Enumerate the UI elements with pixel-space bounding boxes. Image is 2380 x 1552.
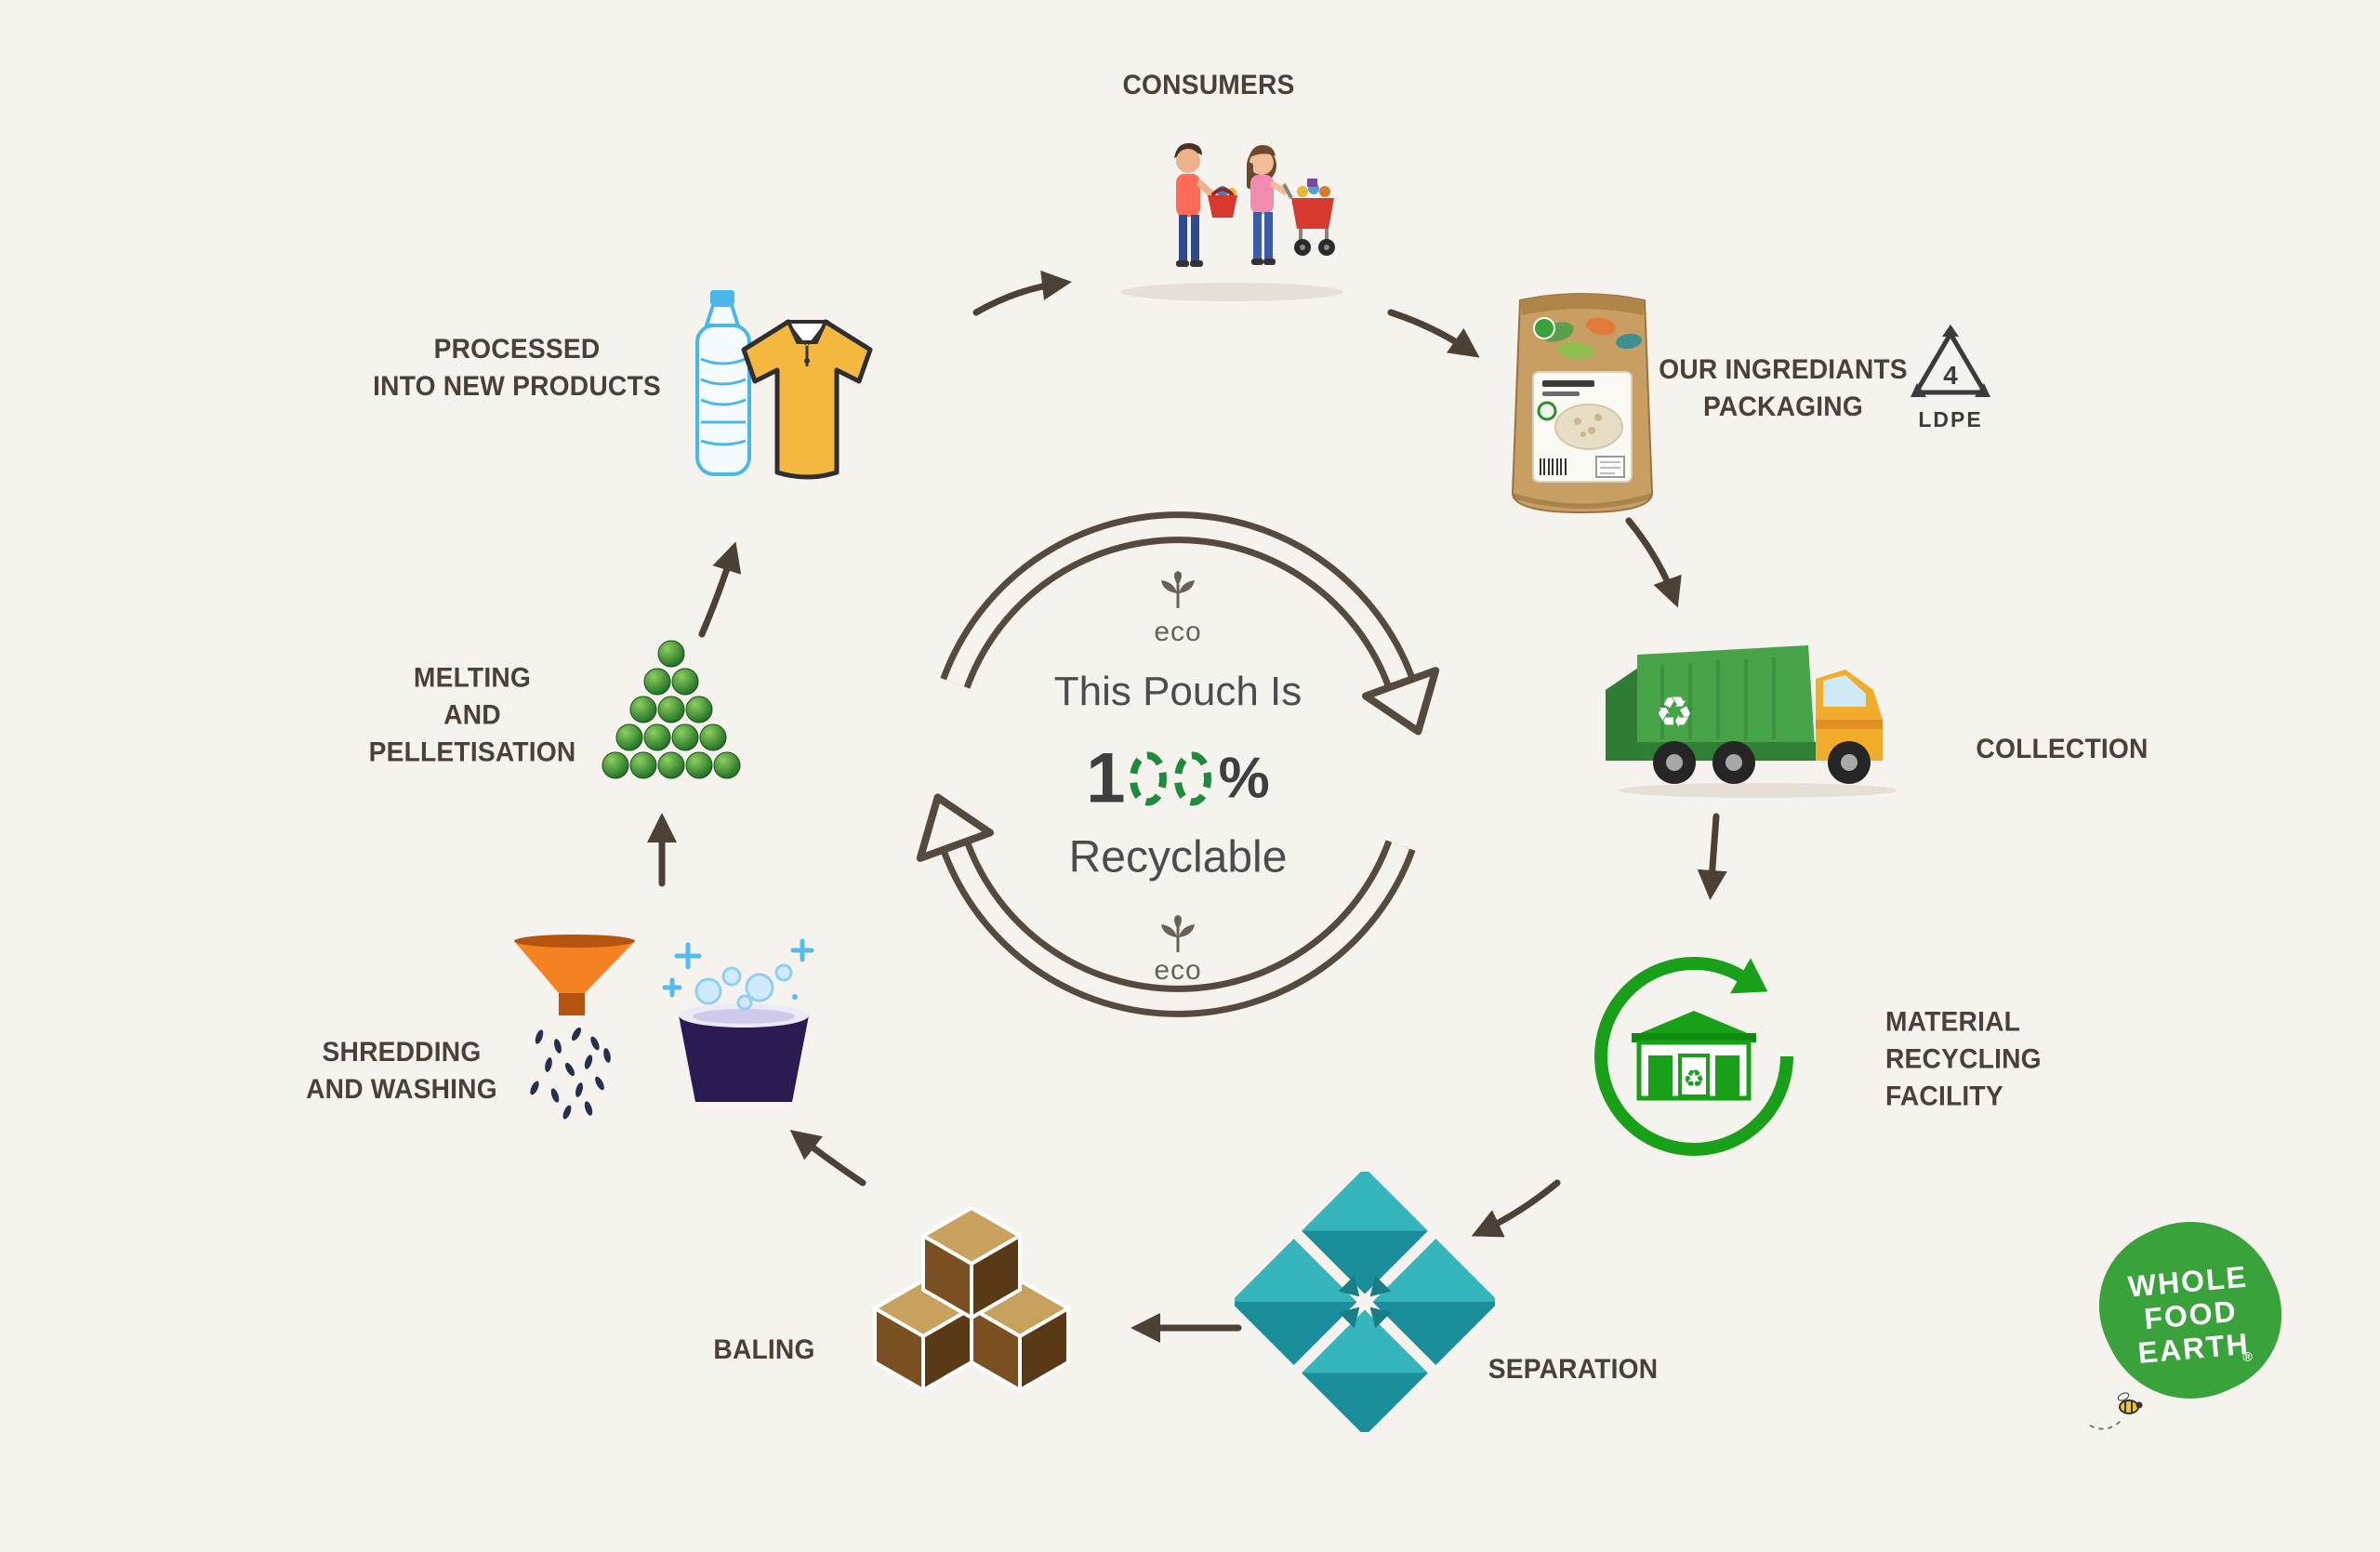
shopping-cart	[1282, 179, 1335, 256]
garbage-truck-icon: ♻	[1606, 645, 1897, 798]
logo-registered-mark: ®	[2242, 1348, 2255, 1364]
percent-sign: %	[1218, 746, 1270, 811]
facility-label: MATERIAL RECYCLING FACILITY	[1885, 1004, 2042, 1117]
shredding-label-line2: AND WASHING	[306, 1074, 497, 1105]
percent-100: 1 %	[890, 738, 1466, 819]
polo-shirt-icon	[741, 319, 873, 480]
cycle-ring-icon	[916, 511, 1440, 1017]
facility-label-line1: MATERIAL	[1885, 1006, 2021, 1038]
center-emblem: eco This Pouch Is 1 % Recyclable eco	[890, 476, 1466, 1053]
cycle-arrowhead-right	[1362, 667, 1440, 736]
consumers-label: CONSUMERS	[1122, 69, 1295, 100]
washing-basin	[662, 938, 814, 1102]
sparkles	[662, 938, 814, 998]
pouch-icon	[1511, 293, 1654, 514]
truck-wheels	[1653, 741, 1871, 784]
new-products-label-line1: PROCESSED	[433, 333, 601, 365]
baling-cubes-icon	[873, 1206, 1070, 1392]
facility-label-line2: RECYCLING	[1885, 1043, 2042, 1075]
shredder-funnel	[514, 935, 635, 1015]
pouch-artwork	[1533, 317, 1642, 360]
cycle-arrowhead-left	[916, 793, 994, 862]
melting-label-line3: PELLETISATION	[368, 737, 576, 769]
bale-cube	[970, 1279, 1070, 1392]
percent-digit-1: 1	[1086, 738, 1126, 818]
logo-line2: FOOD	[2143, 1294, 2239, 1336]
separation-label: SEPARATION	[1488, 1353, 1659, 1385]
melting-label-line1: MELTING	[413, 662, 532, 694]
baling-label: BALING	[713, 1333, 815, 1365]
shredded-pieces	[530, 1027, 611, 1120]
bale-cube	[921, 1206, 1022, 1320]
water-bottle-icon	[695, 290, 751, 476]
eco-leaf-icon-top	[1161, 571, 1195, 608]
consumer-man	[1174, 142, 1237, 267]
facility-recycle-icon: ♻	[1683, 1066, 1704, 1094]
collection-label: COLLECTION	[1976, 733, 2149, 764]
truck-window	[1823, 675, 1866, 707]
new-products-label-line2: INTO NEW PRODUCTS	[373, 371, 661, 402]
arrow-packaging-to-collection	[1625, 517, 1682, 608]
facility-label-line3: FACILITY	[1885, 1081, 2003, 1113]
packaging-label: OUR INGREDIANTS PACKAGING	[1659, 352, 1908, 426]
recycling-facility-icon: ♻	[1594, 957, 1793, 1156]
melting-label: MELTING AND PELLETISATION	[369, 660, 576, 773]
packaging-label-line1: OUR INGREDIANTS	[1659, 353, 1908, 385]
shredding-label: SHREDDING AND WASHING	[306, 1034, 497, 1108]
separation-quadrants	[1235, 1172, 1495, 1432]
packaging-label-line2: PACKAGING	[1703, 391, 1863, 422]
ldpe-recycling-symbol-icon: 4 LDPE	[1911, 325, 1990, 431]
arrow-melting-to-newproducts	[698, 541, 742, 638]
resin-code: 4	[1943, 361, 1958, 390]
new-products-icon	[695, 290, 873, 480]
arrow-newproducts-to-consumers	[972, 270, 1072, 316]
bee-icon	[2089, 1392, 2143, 1430]
shredding-washing-icon	[514, 935, 814, 1120]
center-line3: Recyclable	[1068, 832, 1288, 882]
consumers-icon	[1120, 142, 1343, 301]
separation-icon	[1235, 1172, 1495, 1432]
consumer-woman	[1247, 145, 1289, 265]
truck-body	[1637, 645, 1816, 761]
eco-label-bottom: eco	[1154, 955, 1202, 986]
eco-leaf-icon-bottom	[1161, 915, 1195, 952]
resin-label: LDPE	[1918, 407, 1982, 431]
arrow-consumers-to-packaging	[1387, 309, 1480, 358]
whole-food-earth-logo: WHOLE FOOD EARTH ®	[2089, 1222, 2282, 1430]
pouch-label	[1532, 371, 1633, 483]
percent-zero-icon	[1129, 751, 1167, 805]
new-products-label: PROCESSED INTO NEW PRODUCTS	[373, 331, 661, 405]
pouch-logo-badge	[1533, 317, 1555, 339]
percent-zero-icon	[1173, 751, 1211, 805]
shredding-label-line1: SHREDDING	[322, 1036, 482, 1068]
eco-label-top: eco	[1154, 617, 1202, 647]
center-line1: This Pouch Is	[1053, 669, 1302, 714]
pellets-pyramid-icon	[602, 640, 741, 779]
separation-center-arrows	[1338, 1275, 1392, 1329]
truck-rear-loader	[1606, 666, 1641, 761]
truck-recycle-icon: ♻	[1655, 687, 1693, 737]
arrow-baling-to-shredding	[789, 1130, 866, 1187]
facility-ring-arrowhead	[1730, 958, 1768, 994]
facility-ring	[1594, 957, 1793, 1156]
facility-building: ♻	[1632, 1011, 1756, 1101]
melting-label-line2: AND	[443, 699, 501, 731]
arrow-collection-to-facility	[1697, 813, 1727, 901]
